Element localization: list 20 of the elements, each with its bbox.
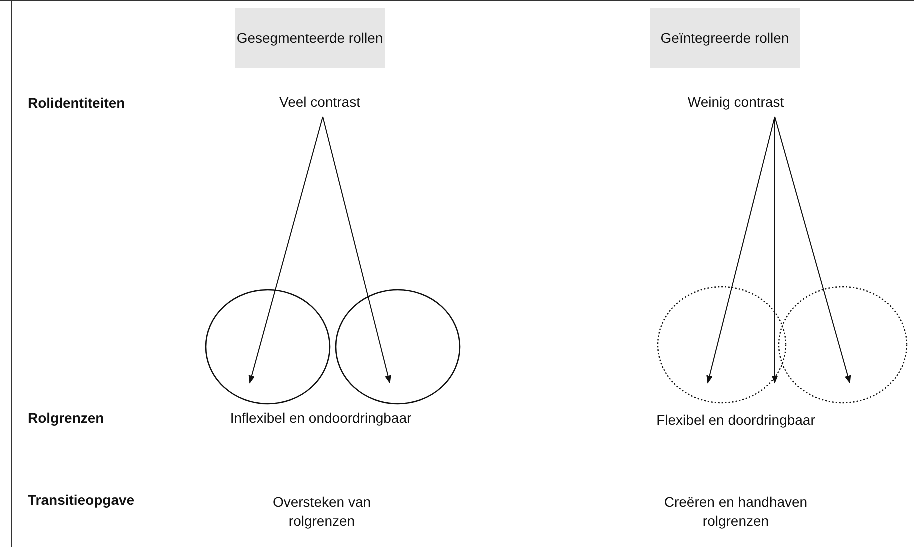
contrast-label: Weinig contrast — [670, 90, 802, 114]
arrow — [248, 116, 324, 384]
arrow — [772, 116, 778, 384]
arrow — [774, 116, 852, 384]
circle — [205, 289, 331, 405]
description-text: Oversteken van rolgrenzen — [272, 493, 372, 531]
row-heading: Rolgrenzen — [28, 409, 106, 428]
circle — [335, 289, 461, 405]
description-text: Flexibel en doordringbaar — [656, 411, 816, 430]
description-text: Inflexibel en ondoordringbaar — [229, 409, 413, 428]
arrow — [322, 116, 392, 384]
dotted-circle — [657, 286, 787, 404]
row-heading: Transitieopgave — [28, 491, 136, 510]
arrow — [706, 116, 776, 384]
row-heading: Rolidentiteiten — [28, 94, 126, 113]
column-header: Gesegmenteerde rollen — [235, 8, 385, 68]
description-text: Creëren en handhaven rolgrenzen — [663, 493, 809, 531]
dotted-circle — [778, 286, 908, 404]
contrast-label: Veel contrast — [260, 90, 380, 114]
column-header: Geïntegreerde rollen — [650, 8, 800, 68]
